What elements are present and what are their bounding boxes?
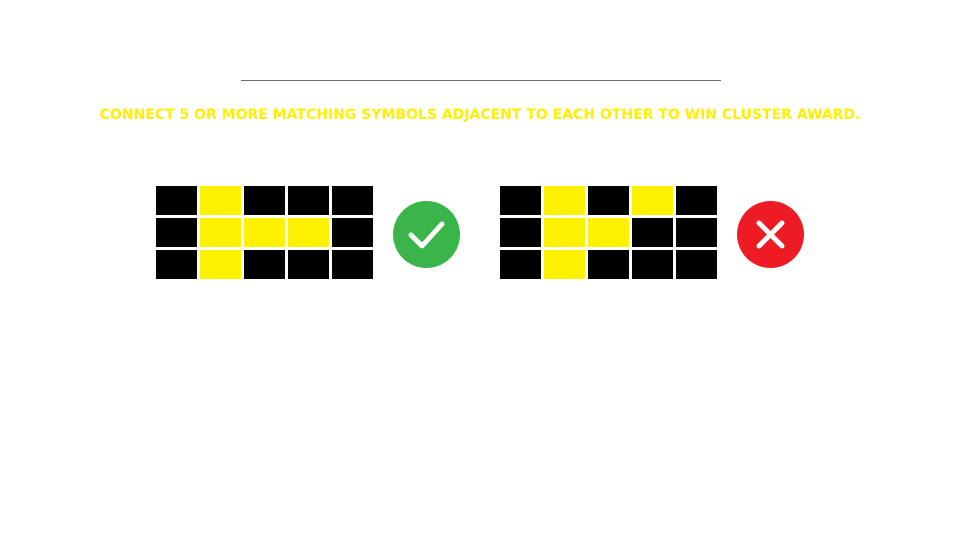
matching-symbol-cell bbox=[544, 186, 585, 215]
matching-symbol-cell bbox=[288, 218, 329, 247]
matching-symbol-cell bbox=[544, 250, 585, 279]
empty-symbol-cell bbox=[588, 186, 629, 215]
matching-symbol-cell bbox=[544, 218, 585, 247]
valid-result-badge bbox=[393, 201, 460, 268]
matching-symbol-cell bbox=[200, 218, 241, 247]
empty-symbol-cell bbox=[676, 250, 717, 279]
empty-symbol-cell bbox=[156, 250, 197, 279]
empty-symbol-cell bbox=[156, 218, 197, 247]
matching-symbol-cell bbox=[632, 186, 673, 215]
empty-symbol-cell bbox=[288, 186, 329, 215]
divider-line bbox=[241, 80, 721, 81]
matching-symbol-cell bbox=[200, 250, 241, 279]
empty-symbol-cell bbox=[632, 250, 673, 279]
invalid-result-badge bbox=[737, 201, 804, 268]
cluster-instruction-text: CONNECT 5 OR MORE MATCHING SYMBOLS ADJAC… bbox=[99, 107, 861, 123]
empty-symbol-cell bbox=[244, 186, 285, 215]
empty-symbol-cell bbox=[676, 218, 717, 247]
empty-symbol-cell bbox=[676, 186, 717, 215]
matching-symbol-cell bbox=[588, 218, 629, 247]
empty-symbol-cell bbox=[500, 186, 541, 215]
invalid-cluster-example-grid bbox=[500, 186, 718, 279]
matching-symbol-cell bbox=[244, 218, 285, 247]
matching-symbol-cell bbox=[200, 186, 241, 215]
empty-symbol-cell bbox=[332, 250, 373, 279]
empty-symbol-cell bbox=[500, 218, 541, 247]
empty-symbol-cell bbox=[332, 218, 373, 247]
empty-symbol-cell bbox=[288, 250, 329, 279]
empty-symbol-cell bbox=[244, 250, 285, 279]
empty-symbol-cell bbox=[156, 186, 197, 215]
empty-symbol-cell bbox=[632, 218, 673, 247]
empty-symbol-cell bbox=[588, 250, 629, 279]
empty-symbol-cell bbox=[500, 250, 541, 279]
cross-icon bbox=[756, 220, 785, 249]
empty-symbol-cell bbox=[332, 186, 373, 215]
checkmark-icon bbox=[408, 221, 445, 249]
valid-cluster-example-grid bbox=[156, 186, 374, 279]
